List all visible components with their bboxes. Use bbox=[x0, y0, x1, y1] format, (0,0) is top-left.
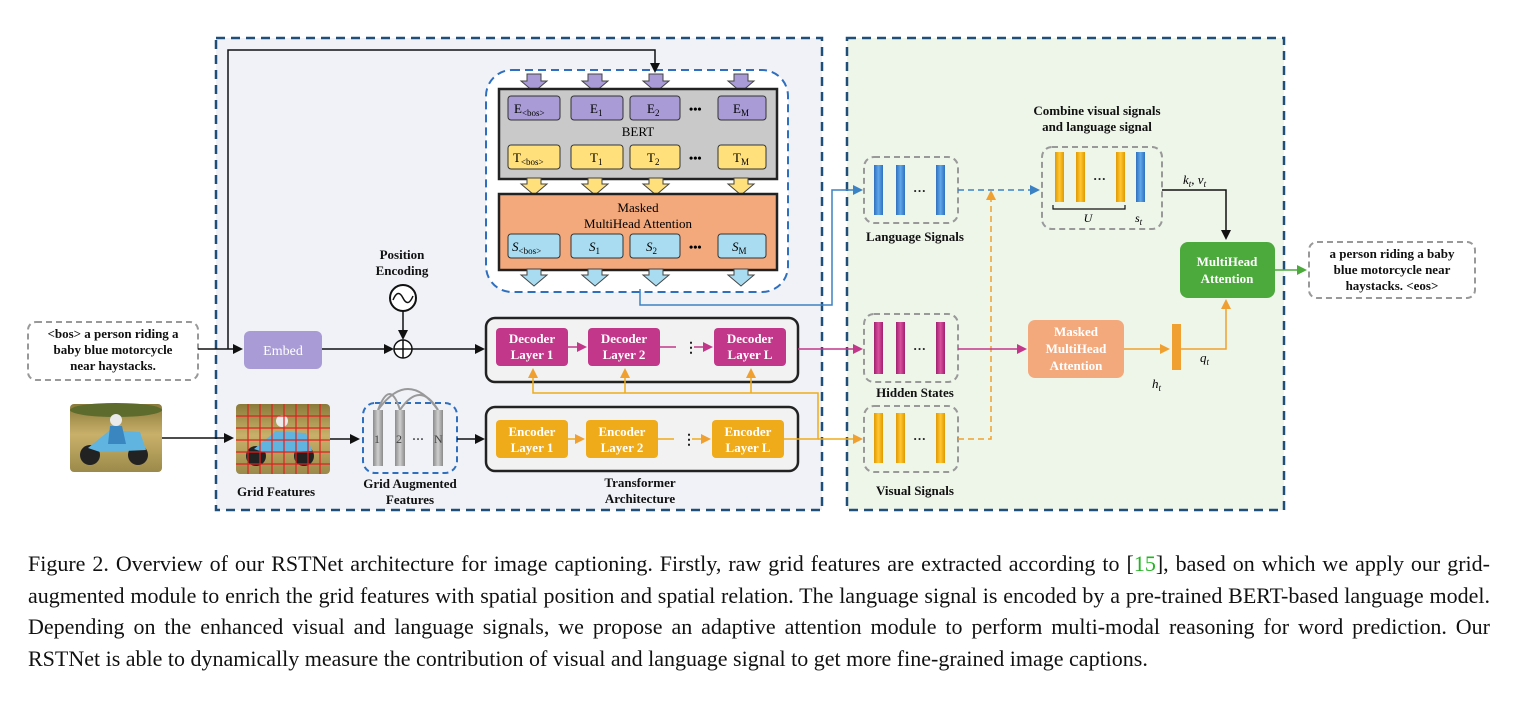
svg-text:N: N bbox=[434, 432, 443, 446]
grid-augmented-box bbox=[362, 402, 458, 474]
embed-label: Embed bbox=[263, 344, 303, 359]
h-label: ht bbox=[1152, 376, 1162, 393]
svg-text:Layer L: Layer L bbox=[728, 347, 773, 362]
signal-s1: S1 bbox=[589, 239, 600, 256]
multihead-attention-line2: Attention bbox=[1201, 271, 1254, 286]
svg-text:Decoder: Decoder bbox=[727, 331, 773, 346]
input-image bbox=[70, 403, 162, 472]
decoder-layer-2: Decoder Layer 2 bbox=[588, 328, 660, 366]
input-caption-line2: baby blue motorcycle bbox=[54, 342, 173, 357]
encoder-layer-2: Encoder Layer 2 bbox=[586, 420, 658, 458]
bert-token-row: T<bos> T1 T2 TM ••• bbox=[507, 144, 767, 170]
combine-label-line1: Combine visual signals bbox=[1033, 103, 1160, 118]
svg-text:···: ··· bbox=[1093, 171, 1106, 186]
svg-text:⋮: ⋮ bbox=[682, 433, 696, 448]
svg-text:Layer 2: Layer 2 bbox=[601, 440, 644, 455]
bert-embedding-row: E<bos> E1 E2 EM ••• bbox=[507, 95, 767, 121]
output-caption-line2: blue motorcycle near bbox=[1334, 262, 1451, 277]
svg-text:···: ··· bbox=[913, 183, 926, 198]
visual-to-combine-arrow bbox=[958, 190, 996, 440]
language-signals-label: Language Signals bbox=[866, 229, 964, 244]
svg-text:Encoder: Encoder bbox=[509, 424, 556, 439]
grid-augmented-tokens: 1 2 ··· N bbox=[373, 410, 443, 466]
output-caption-line1: a person riding a baby bbox=[1330, 246, 1455, 261]
grid-relation-arcs bbox=[377, 388, 439, 411]
architecture-diagram: E<bos> E1 E2 EM ••• BERT T<bos> T1 T2 TM… bbox=[27, 36, 1476, 512]
svg-text:Encoder: Encoder bbox=[599, 424, 646, 439]
output-caption-box bbox=[1308, 241, 1476, 299]
svg-text:Layer 1: Layer 1 bbox=[511, 347, 554, 362]
combine-st-label: st bbox=[1135, 211, 1143, 227]
encoder-layer-l: Encoder Layer L bbox=[712, 420, 784, 458]
position-encoding-line2: Encoding bbox=[376, 263, 429, 278]
signal-ellipsis: ••• bbox=[689, 240, 702, 254]
signal-row: S<bos> S1 S2 SM ••• bbox=[507, 233, 767, 259]
caption-reference-link[interactable]: 15 bbox=[1133, 551, 1156, 576]
transformer-label-line1: Transformer bbox=[604, 475, 675, 490]
grid-feature-image bbox=[236, 404, 330, 474]
svg-text:Decoder: Decoder bbox=[601, 331, 647, 346]
masked-multihead-block bbox=[1028, 320, 1124, 378]
multihead-attention-block bbox=[1180, 242, 1275, 298]
svg-text:MultiHead: MultiHead bbox=[1197, 254, 1258, 269]
combine-u-label: U bbox=[1084, 211, 1094, 225]
svg-text:MultiHead: MultiHead bbox=[1046, 341, 1107, 356]
svg-text:Decoder: Decoder bbox=[509, 331, 555, 346]
token-ellipsis: ••• bbox=[689, 151, 702, 165]
combine-box bbox=[1041, 146, 1163, 230]
svg-text:Layer 2: Layer 2 bbox=[603, 347, 646, 362]
svg-text:Layer L: Layer L bbox=[726, 440, 771, 455]
kv-label: kt, vt bbox=[1183, 172, 1207, 189]
query-vector bbox=[1172, 324, 1181, 370]
caption-text-after-ref: ], based on which we apply our grid-augm… bbox=[28, 551, 1490, 671]
bert-label: BERT bbox=[622, 124, 655, 139]
input-caption-box bbox=[27, 321, 199, 381]
grid-features-label: Grid Features bbox=[237, 484, 315, 499]
svg-text:···: ··· bbox=[913, 431, 926, 446]
svg-text:···: ··· bbox=[412, 432, 424, 446]
visual-signals-label: Visual Signals bbox=[876, 483, 954, 498]
bert-ellipsis: ••• bbox=[689, 102, 702, 116]
svg-text:···: ··· bbox=[913, 341, 926, 356]
position-encoding-line1: Position bbox=[380, 247, 426, 262]
transformer-label-line2: Architecture bbox=[605, 491, 675, 506]
figure-caption: Figure 2. Overview of our RSTNet archite… bbox=[28, 548, 1490, 674]
q-label: qt bbox=[1200, 350, 1210, 367]
masked-attention-title-line1: Masked bbox=[617, 200, 659, 215]
signal-s2: S2 bbox=[646, 239, 657, 256]
svg-text:Layer 1: Layer 1 bbox=[511, 440, 554, 455]
grid-augmented-label-line2: Features bbox=[386, 492, 434, 507]
bert-output-arrows bbox=[519, 177, 756, 196]
decoder-layer-1: Decoder Layer 1 bbox=[496, 328, 568, 366]
signal-to-language-arrow bbox=[639, 185, 863, 306]
svg-text:Attention: Attention bbox=[1050, 358, 1103, 373]
decoder-layer-l: Decoder Layer L bbox=[714, 328, 786, 366]
svg-text:1: 1 bbox=[374, 432, 380, 446]
input-caption-line1: <bos> a person riding a bbox=[47, 326, 179, 341]
svg-text:Encoder: Encoder bbox=[725, 424, 772, 439]
output-caption-line3: haystacks. <eos> bbox=[1346, 278, 1439, 293]
svg-text:Masked: Masked bbox=[1054, 324, 1099, 339]
caption-text-before-ref: Figure 2. Overview of our RSTNet archite… bbox=[28, 551, 1134, 576]
combine-label-line2: and language signal bbox=[1042, 119, 1152, 134]
hidden-states-label: Hidden States bbox=[876, 385, 954, 400]
embed-box bbox=[244, 331, 322, 369]
signal-output-arrows bbox=[519, 268, 756, 287]
bert-input-arrows bbox=[519, 73, 756, 93]
input-caption-line3: near haystacks. bbox=[70, 358, 156, 373]
masked-attention-title-line2: MultiHead Attention bbox=[584, 216, 692, 231]
svg-text:⋮: ⋮ bbox=[684, 341, 698, 356]
encoder-layer-1: Encoder Layer 1 bbox=[496, 420, 568, 458]
svg-text:2: 2 bbox=[396, 432, 402, 446]
cross-attention-arrows bbox=[528, 368, 819, 440]
hidden-states-box bbox=[863, 313, 959, 383]
grid-augmented-label-line1: Grid Augmented bbox=[363, 476, 457, 491]
